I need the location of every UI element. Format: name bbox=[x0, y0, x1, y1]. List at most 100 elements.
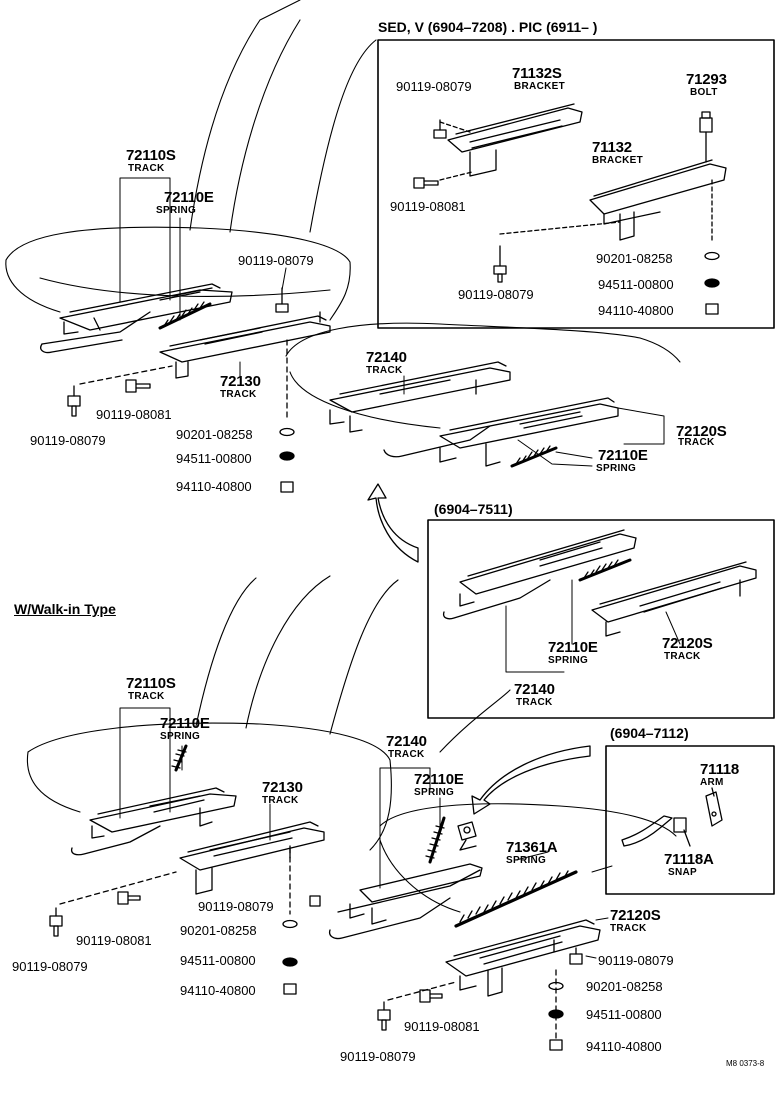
part-94511-00800: 94511-00800 bbox=[176, 451, 252, 466]
upper-track-72130 bbox=[159, 311, 331, 379]
part-72130: 72130 bbox=[262, 779, 303, 796]
upper-track-72110S bbox=[40, 283, 233, 354]
label-track: TRACK bbox=[262, 795, 299, 806]
label-snap: SNAP bbox=[668, 867, 697, 878]
lower-leaders bbox=[119, 707, 613, 959]
flow-arrow-down bbox=[471, 745, 591, 815]
part-90119-08079: 90119-08079 bbox=[238, 253, 314, 268]
flow-arrow-up bbox=[367, 483, 419, 563]
label-track: TRACK bbox=[128, 691, 165, 702]
upper-spring-72110E-b bbox=[510, 445, 558, 468]
label-bracket: BRACKET bbox=[514, 81, 565, 92]
part-72110E: 72110E bbox=[164, 189, 214, 206]
part-94511-00800: 94511-00800 bbox=[598, 277, 674, 292]
upper-spring-72110E bbox=[158, 301, 212, 330]
part-90119-08079: 90119-08079 bbox=[458, 287, 534, 302]
part-72120S: 72120S bbox=[610, 907, 661, 924]
label-bracket: BRACKET bbox=[592, 155, 643, 166]
figure-code: M8 0373-8 bbox=[726, 1059, 765, 1068]
part-90201-08258: 90201-08258 bbox=[596, 251, 673, 266]
part-90201-08258: 90201-08258 bbox=[586, 979, 663, 994]
part-72110E: 72110E bbox=[160, 715, 210, 732]
label-track: TRACK bbox=[664, 651, 701, 662]
part-72110E: 72110E bbox=[414, 771, 464, 788]
top-inset-frame bbox=[377, 39, 775, 329]
part-90119-08079: 90119-08079 bbox=[396, 79, 472, 94]
part-90119-08079: 90119-08079 bbox=[598, 953, 674, 968]
part-90119-08079: 90119-08079 bbox=[30, 433, 106, 448]
part-71132S: 71132S bbox=[512, 65, 562, 82]
label-spring: SPRING bbox=[548, 655, 589, 666]
part-90119-08081: 90119-08081 bbox=[76, 933, 152, 948]
label-spring: SPRING bbox=[160, 731, 201, 742]
lower-track-72110S bbox=[70, 787, 237, 856]
upper-track-72120S bbox=[383, 397, 619, 467]
label-track: TRACK bbox=[128, 163, 165, 174]
part-71118A: 71118A bbox=[664, 851, 714, 868]
part-72140: 72140 bbox=[386, 733, 427, 750]
box-7112-caption: (6904–7112) bbox=[610, 725, 689, 741]
upper-leaders bbox=[119, 177, 665, 467]
part-90119-08081: 90119-08081 bbox=[96, 407, 172, 422]
part-72140: 72140 bbox=[366, 349, 407, 366]
lower-seat-outline bbox=[26, 575, 677, 913]
label-track: TRACK bbox=[610, 923, 647, 934]
mid-inset-leaders bbox=[505, 579, 681, 673]
part-72110S: 72110S bbox=[126, 675, 176, 692]
lower-track-72140 bbox=[328, 863, 483, 940]
arm-inset-parts bbox=[621, 787, 723, 847]
mid-inset-parts bbox=[442, 529, 757, 637]
part-72110E: 72110E bbox=[598, 447, 648, 464]
label-spring: SPRING bbox=[596, 463, 637, 474]
sed-caption: SED, V (6904–7208) . PIC (6911– ) bbox=[378, 19, 598, 35]
part-90201-08258: 90201-08258 bbox=[176, 427, 253, 442]
part-71361A: 71361A bbox=[506, 839, 558, 856]
part-90119-08079: 90119-08079 bbox=[12, 959, 88, 974]
part-72110S: 72110S bbox=[126, 147, 176, 164]
arm-inset-frame bbox=[605, 745, 775, 895]
lower-track-72130 bbox=[179, 821, 325, 895]
part-72120S: 72120S bbox=[662, 635, 713, 652]
label-track: TRACK bbox=[516, 697, 553, 708]
lower-spring-72110E-b bbox=[425, 816, 446, 864]
part-94511-00800: 94511-00800 bbox=[586, 1007, 662, 1022]
part-72120S: 72120S bbox=[676, 423, 727, 440]
part-94110-40800: 94110-40800 bbox=[176, 479, 252, 494]
part-72140: 72140 bbox=[514, 681, 555, 698]
part-71293: 71293 bbox=[686, 71, 727, 88]
upper-fasteners bbox=[67, 287, 295, 493]
mid-inset-frame bbox=[427, 519, 775, 719]
label-spring: SPRING bbox=[506, 855, 547, 866]
part-72110E: 72110E bbox=[548, 639, 598, 656]
label-track: TRACK bbox=[220, 389, 257, 400]
lower-spring-72110E bbox=[171, 744, 188, 772]
label-spring: SPRING bbox=[414, 787, 455, 798]
lower-handle bbox=[457, 821, 477, 851]
label-bolt: BOLT bbox=[690, 87, 718, 98]
lower-spring-71361A bbox=[454, 870, 578, 928]
upper-seat-outline bbox=[5, 0, 681, 429]
part-94110-40800: 94110-40800 bbox=[586, 1039, 662, 1054]
lower-fasteners bbox=[49, 847, 583, 1051]
part-94511-00800: 94511-00800 bbox=[180, 953, 256, 968]
label-track: TRACK bbox=[366, 365, 403, 376]
part-71132: 71132 bbox=[592, 139, 632, 156]
part-90119-08081: 90119-08081 bbox=[404, 1019, 480, 1034]
part-90119-08079: 90119-08079 bbox=[340, 1049, 416, 1064]
part-90119-08079: 90119-08079 bbox=[198, 899, 274, 914]
walk-in-type-title: W/Walk-in Type bbox=[14, 601, 116, 617]
label-spring: SPRING bbox=[156, 205, 197, 216]
box-7511-caption: (6904–7511) bbox=[434, 501, 513, 517]
label-track: TRACK bbox=[388, 749, 425, 760]
part-71118: 71118 bbox=[700, 761, 740, 778]
top-inset-parts bbox=[413, 103, 727, 315]
part-94110-40800: 94110-40800 bbox=[598, 303, 674, 318]
part-94110-40800: 94110-40800 bbox=[180, 983, 256, 998]
label-track: TRACK bbox=[678, 437, 715, 448]
lower-track-72120S bbox=[445, 919, 601, 997]
part-90119-08081: 90119-08081 bbox=[390, 199, 466, 214]
label-arm: ARM bbox=[700, 777, 724, 788]
upper-track-72140 bbox=[329, 361, 511, 433]
part-72130: 72130 bbox=[220, 373, 261, 390]
